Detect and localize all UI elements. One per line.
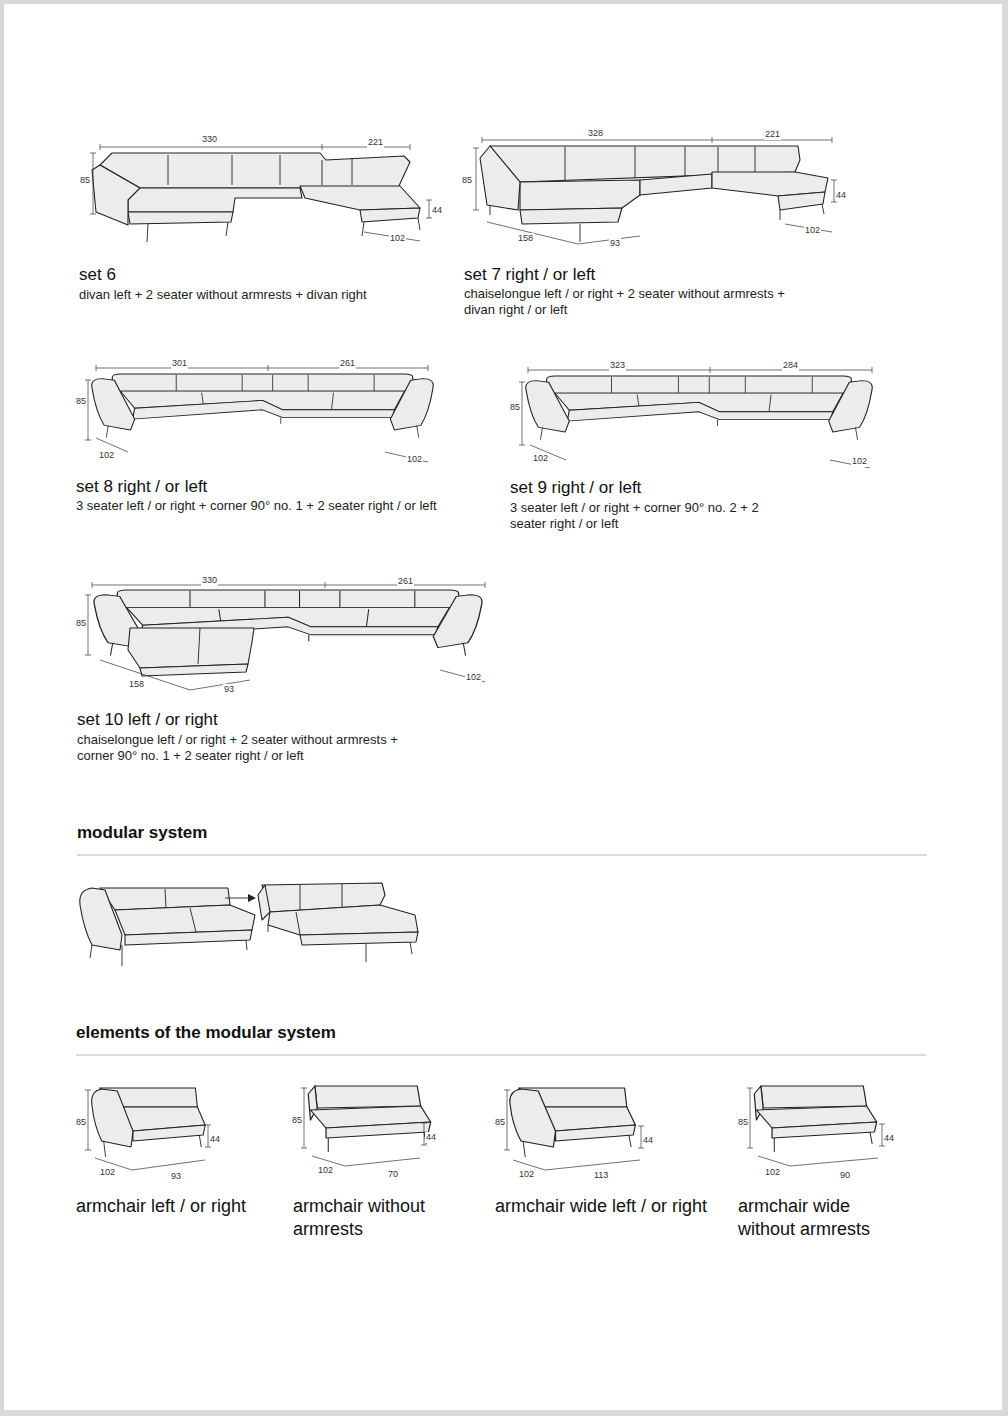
dimension-label: 102 (518, 1169, 535, 1180)
dimension-label: 85 (75, 396, 87, 407)
dimension-label: 85 (75, 618, 87, 629)
dimension-label: 261 (397, 576, 414, 587)
dimension-label: 102 (406, 454, 423, 465)
dimension-label: 328 (587, 128, 604, 139)
dimension-label: 284 (782, 360, 799, 371)
dimension-label: 93 (609, 238, 621, 249)
item-title: armchair wide left / or right (495, 1195, 707, 1218)
dimension-label: 102 (99, 1167, 116, 1178)
dimension-label: 44 (425, 1132, 437, 1143)
dimension-label: 330 (201, 575, 218, 586)
dimension-label: 102 (98, 450, 115, 461)
dimension-label: 301 (171, 358, 188, 369)
item-title: set 10 left / or right (77, 709, 218, 730)
dimension-label: 102 (465, 672, 482, 683)
dimension-label: 44 (642, 1135, 654, 1146)
item-title: set 8 right / or left (76, 476, 207, 497)
dimension-label: 323 (609, 360, 626, 371)
dimension-label: 44 (883, 1133, 895, 1144)
dimension-label: 85 (291, 1115, 303, 1126)
section-heading: elements of the modular system (76, 1022, 336, 1043)
dimension-label: 70 (387, 1169, 399, 1180)
dimension-label: 85 (461, 175, 473, 186)
item-title: set 7 right / or left (464, 264, 595, 285)
dimension-label: 85 (494, 1117, 506, 1128)
item-description: divan left + 2 seater without armrests +… (79, 287, 367, 303)
dimension-label: 85 (75, 1117, 87, 1128)
dimension-label: 90 (839, 1170, 851, 1181)
item-description: 3 seater left / or right + corner 90° no… (76, 498, 437, 514)
item-title: set 6 (79, 264, 116, 285)
dimension-label: 261 (339, 358, 356, 369)
item-description: chaiselongue left / or right + 2 seater … (77, 732, 427, 765)
dimension-label: 113 (593, 1170, 609, 1181)
dimension-label: 44 (431, 205, 443, 216)
dimension-label: 102 (317, 1165, 334, 1176)
section-heading: modular system (77, 822, 207, 843)
dimension-label: 221 (764, 129, 781, 140)
dimension-label: 44 (835, 190, 847, 201)
item-description: 3 seater left / or right + corner 90° no… (510, 500, 780, 533)
dimension-label: 93 (223, 684, 235, 695)
item-title: armchair wide without armrests (738, 1195, 908, 1240)
dimension-label: 44 (209, 1134, 221, 1145)
dimension-label: 221 (367, 137, 384, 148)
dimension-label: 158 (128, 679, 145, 690)
dimension-label: 102 (804, 225, 821, 236)
dimension-label: 102 (851, 456, 868, 467)
dimension-label: 85 (79, 175, 91, 186)
dimension-label: 158 (517, 233, 534, 244)
item-description: chaiselongue left / or right + 2 seater … (464, 286, 814, 319)
item-title: set 9 right / or left (510, 477, 641, 498)
dimension-label: 85 (737, 1117, 749, 1128)
dimension-label: 330 (201, 134, 218, 145)
item-title: armchair left / or right (76, 1195, 246, 1218)
dimension-label: 85 (509, 402, 521, 413)
dimension-label: 102 (532, 453, 549, 464)
dimension-label: 93 (170, 1171, 182, 1182)
dimension-label: 102 (764, 1167, 781, 1178)
dimension-label: 102 (389, 233, 406, 244)
item-title: armchair without armrests (293, 1195, 453, 1240)
